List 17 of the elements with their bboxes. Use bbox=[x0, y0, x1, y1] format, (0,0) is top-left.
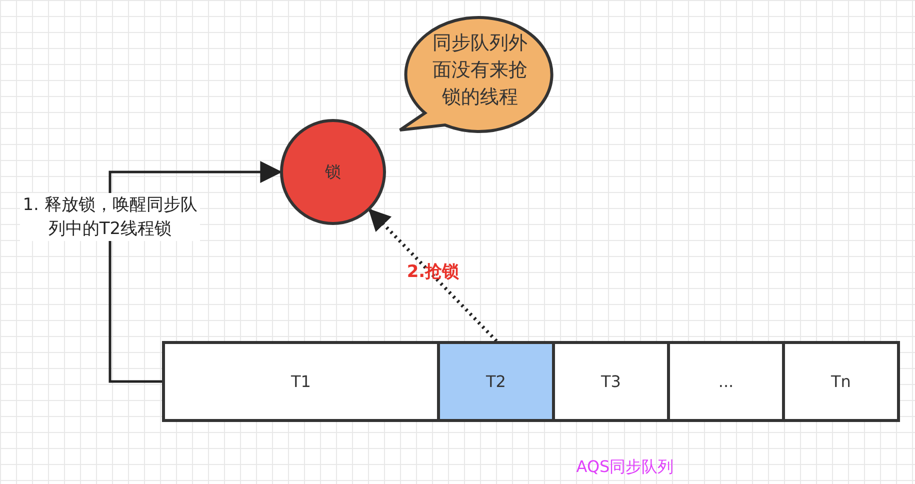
queue-caption: AQS同步队列 bbox=[575, 456, 675, 478]
queue-cell bbox=[437, 341, 555, 422]
arrow bbox=[108, 161, 282, 383]
queue-cell bbox=[162, 341, 440, 422]
node-text: 同步队列外面没有来抢锁的线程 bbox=[432, 30, 528, 110]
queue-cell bbox=[782, 341, 900, 422]
node-text: Tn bbox=[831, 372, 851, 391]
queue-cell bbox=[667, 341, 785, 422]
arrow bbox=[368, 208, 498, 342]
queue-cell bbox=[552, 341, 670, 422]
node-text: 锁 bbox=[325, 162, 341, 182]
edge-label: 2.抢锁 bbox=[406, 261, 460, 284]
node-text: T1 bbox=[291, 372, 311, 391]
edge-label: 1. 释放锁，唤醒同步队列中的T2线程锁 bbox=[20, 193, 200, 241]
node-text: T2 bbox=[486, 372, 506, 391]
node-text: T3 bbox=[601, 372, 621, 391]
node-text: ... bbox=[718, 372, 734, 391]
